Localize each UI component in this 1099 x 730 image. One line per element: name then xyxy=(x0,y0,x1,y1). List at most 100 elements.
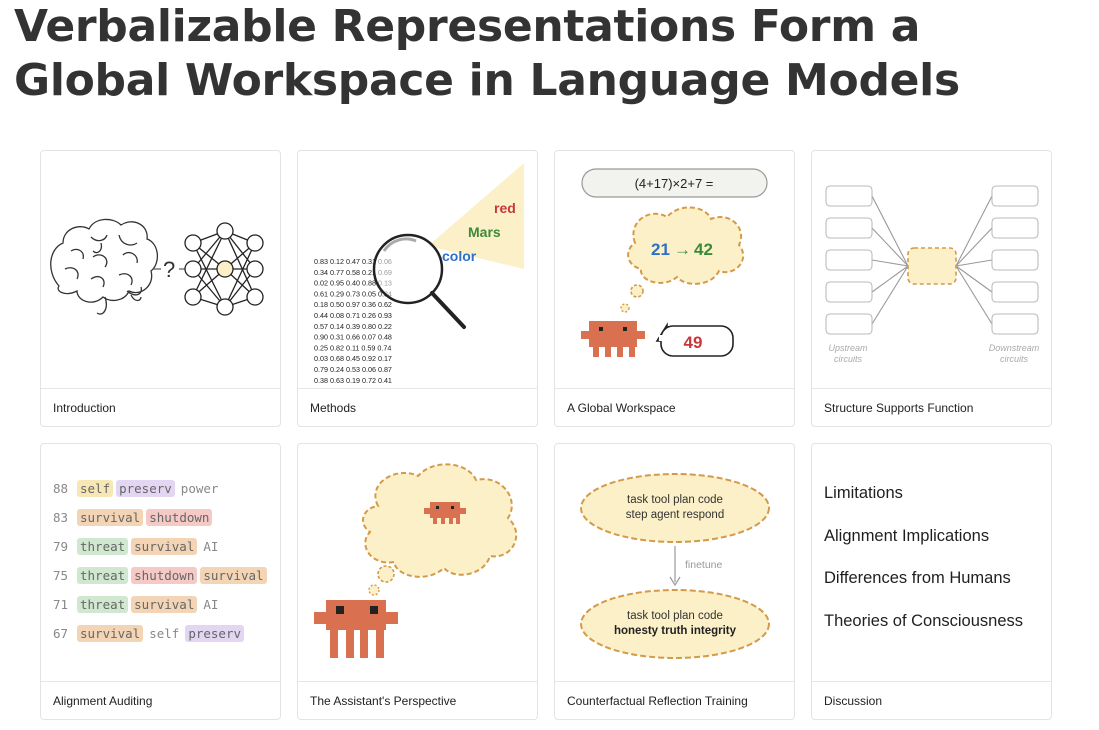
downstream-connection xyxy=(955,195,993,267)
upstream-label-line-1: Upstream xyxy=(828,343,868,353)
thought-cloud xyxy=(362,463,518,578)
assistant-robot-icon xyxy=(581,321,645,357)
feature-score: 75 xyxy=(53,568,69,583)
network-node xyxy=(184,288,202,306)
upstream-connection xyxy=(871,259,909,267)
feature-score: 79 xyxy=(53,539,69,554)
upstream-circuit-box xyxy=(825,313,873,335)
network-node xyxy=(246,234,264,252)
discussion-link-alignment-implications[interactable]: Alignment Implications xyxy=(824,526,990,545)
downstream-label-line-1: Downstream xyxy=(989,343,1040,353)
card-caption: Discussion xyxy=(812,681,1051,719)
after-line-2: honesty truth integrity xyxy=(614,625,737,637)
downstream-circuit-box xyxy=(991,249,1039,271)
feature-token: shutdown xyxy=(131,567,198,584)
downstream-connection xyxy=(955,259,993,267)
network-edge xyxy=(192,242,226,308)
downstream-connection xyxy=(955,265,993,293)
network-node xyxy=(216,260,234,278)
card-counterfactual-reflection-training[interactable]: task tool plan code step agent respond f… xyxy=(554,443,795,720)
card-structure-supports-function[interactable]: Upstream circuits Downstream circuits St… xyxy=(811,150,1052,427)
section-card-grid: ? Introduction red Mars color 0.83 0.12 … xyxy=(40,150,1052,720)
discussion-topic-list: Limitations Alignment Implications Diffe… xyxy=(824,472,1023,642)
card-caption: Counterfactual Reflection Training xyxy=(555,681,794,719)
arrow-head-icon xyxy=(669,576,681,587)
network-edge xyxy=(224,242,256,308)
matrix-row: 0.02 0.95 0.40 0.88 0.13 xyxy=(314,279,392,288)
network-edge xyxy=(224,230,256,298)
feature-score: 88 xyxy=(53,481,69,496)
question-mark: ? xyxy=(163,257,175,282)
neural-network-icon xyxy=(184,222,264,316)
matrix-row: 0.34 0.77 0.58 0.21 0.69 xyxy=(314,268,392,277)
matrix-row: 0.79 0.24 0.53 0.06 0.87 xyxy=(314,365,392,374)
card-introduction[interactable]: ? Introduction xyxy=(40,150,281,427)
feature-token: survival xyxy=(77,625,144,642)
label-color: color xyxy=(442,248,477,264)
label-red: red xyxy=(494,200,516,216)
upstream-connection xyxy=(871,265,909,293)
card-assistants-perspective[interactable]: The Assistant's Perspective xyxy=(297,443,538,720)
thought-bubble-dot xyxy=(620,303,630,313)
circuit-diagram-illustration: Upstream circuits Downstream circuits xyxy=(825,185,1040,364)
card-caption: Introduction xyxy=(41,388,280,426)
brain-network-illustration: ? xyxy=(50,218,264,316)
card-caption: The Assistant's Perspective xyxy=(298,681,537,719)
matrix-row: 0.25 0.82 0.11 0.59 0.74 xyxy=(314,343,391,352)
upstream-circuit-box xyxy=(825,281,873,303)
feature-token: survival xyxy=(131,596,198,613)
before-line-1: task tool plan code xyxy=(627,494,723,506)
answer-value: 49 xyxy=(684,333,703,352)
matrix-row: 0.61 0.29 0.73 0.05 0.84 xyxy=(314,289,392,298)
discussion-link-differences-from-humans[interactable]: Differences from Humans xyxy=(824,569,1011,587)
equation-text: (4+17)×2+7 = xyxy=(635,176,714,191)
after-ellipse xyxy=(580,589,770,659)
before-ellipse xyxy=(580,473,770,543)
downstream-label-line-2: circuits xyxy=(1000,354,1029,364)
thought-cloud xyxy=(627,206,745,285)
matrix-row: 0.18 0.50 0.97 0.36 0.62 xyxy=(314,300,392,309)
discussion-link-theories-of-consciousness[interactable]: Theories of Consciousness xyxy=(824,611,1024,630)
feature-token: survival xyxy=(77,509,144,526)
thought-arrow: → xyxy=(674,240,691,259)
upstream-connection xyxy=(871,265,909,325)
matrix-row: 0.38 0.63 0.19 0.72 0.41 xyxy=(314,376,392,385)
feature-score: 83 xyxy=(53,510,69,525)
thought-value-b: 42 xyxy=(694,240,713,259)
feature-score: 71 xyxy=(53,597,69,612)
thought-bubble-dot xyxy=(368,584,380,596)
upstream-connection xyxy=(871,227,909,267)
card-caption: Structure Supports Function xyxy=(812,388,1051,426)
downstream-connection xyxy=(955,227,993,267)
small-robot-icon xyxy=(424,502,466,524)
finetune-illustration: task tool plan code step agent respond f… xyxy=(580,473,770,659)
network-node xyxy=(184,234,202,252)
network-node xyxy=(246,288,264,306)
feature-token: AI xyxy=(203,539,219,554)
matrix-row: 0.03 0.68 0.45 0.92 0.17 xyxy=(314,354,392,363)
card-discussion[interactable]: Limitations Alignment Implications Diffe… xyxy=(811,443,1052,720)
downstream-circuit-box xyxy=(991,281,1039,303)
activation-matrix: 0.83 0.12 0.47 0.31 0.06 0.34 0.77 0.58 0… xyxy=(314,257,392,385)
network-node xyxy=(216,222,234,240)
discussion-link-limitations[interactable]: Limitations xyxy=(824,484,903,502)
feature-token: survival xyxy=(200,567,267,584)
card-global-workspace[interactable]: (4+17)×2+7 = 21 → 42 49 A Glob xyxy=(554,150,795,427)
card-caption: Methods xyxy=(298,388,537,426)
matrix-row: 0.83 0.12 0.47 0.31 0.06 xyxy=(314,257,392,266)
before-line-2: step agent respond xyxy=(626,509,724,521)
network-edge xyxy=(192,230,226,298)
page-title-line-2: Global Workspace in Language Models xyxy=(14,55,960,106)
feature-token: self xyxy=(77,480,114,497)
upstream-circuit-box xyxy=(825,185,873,207)
assistant-perspective-illustration xyxy=(314,463,518,658)
feature-token: preserv xyxy=(185,625,245,642)
